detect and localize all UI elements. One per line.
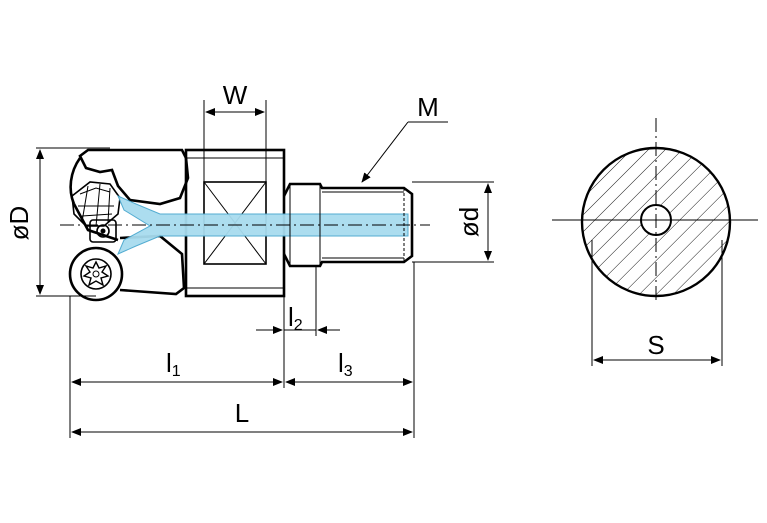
torx-screw-icon <box>68 246 124 302</box>
l2-label: l2 <box>288 302 303 334</box>
dim-l1-l3-l: l1 l3 L <box>69 262 415 438</box>
dim-s: S <box>591 240 723 366</box>
l3-label: l3 <box>338 348 353 380</box>
w-label: W <box>223 80 248 110</box>
dim-l2: l2 <box>256 266 340 388</box>
dim-m: M <box>361 92 448 183</box>
end-view: S <box>552 118 758 366</box>
l-label: L <box>235 398 249 428</box>
dim-w: W <box>203 80 267 182</box>
dim-d: ød <box>412 181 494 263</box>
l1-label: l1 <box>166 348 181 380</box>
m-label: M <box>417 92 439 122</box>
dim-od: øD <box>4 147 110 297</box>
d-label: ød <box>454 207 484 237</box>
cutter-head-outline <box>78 148 190 206</box>
side-view: øD ød W M l2 <box>4 80 494 438</box>
top-insert <box>71 181 121 227</box>
shank <box>282 182 414 268</box>
od-label: øD <box>4 206 34 241</box>
s-label: S <box>647 330 664 360</box>
